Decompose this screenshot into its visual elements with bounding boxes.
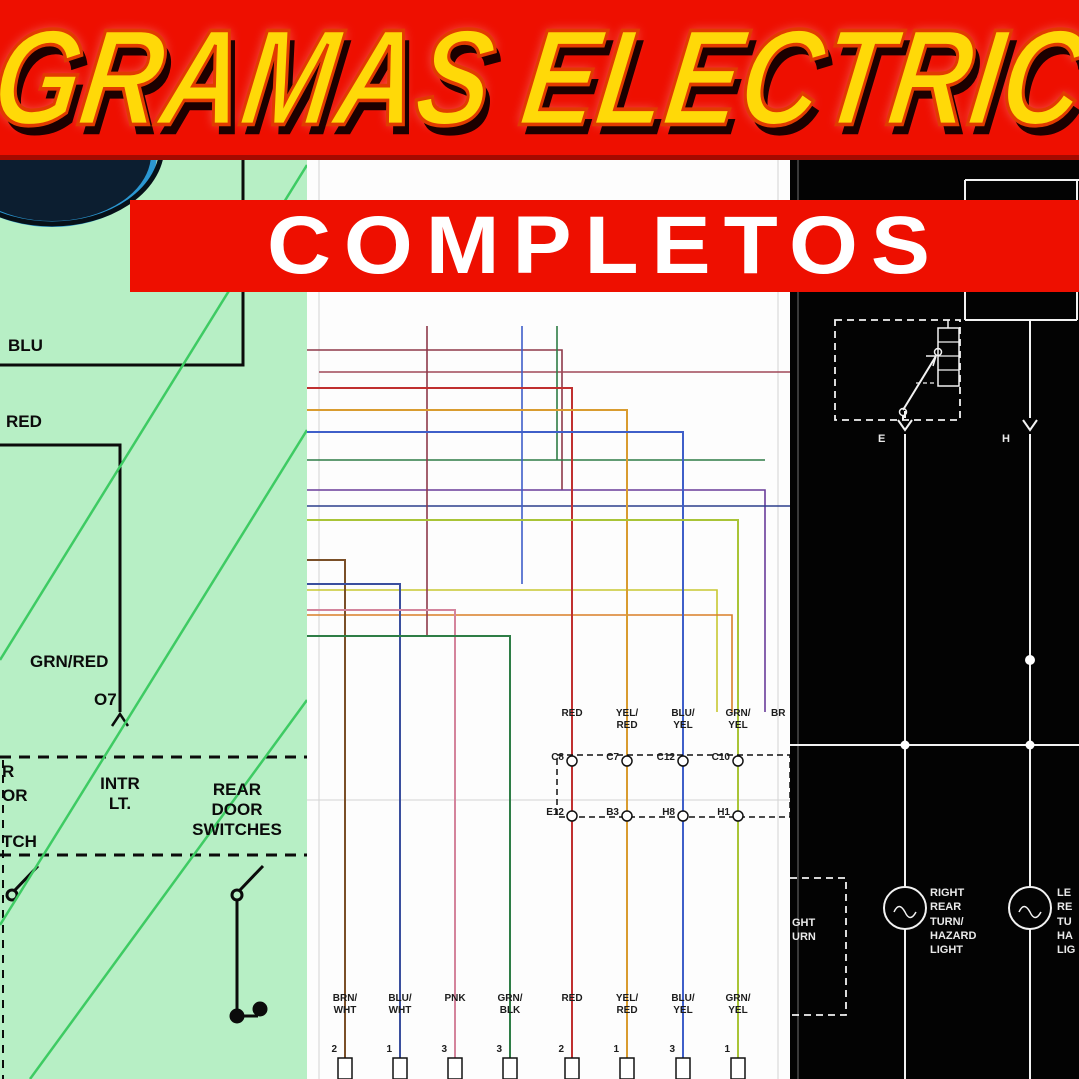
banner-title-text: GRAMAS ELECTRIC [0,0,1079,155]
pin-number: 2 [558,1044,564,1055]
cut-label-r: R [2,762,15,781]
pin-id: E12 [546,807,564,818]
title-banner: GRAMAS ELECTRIC [0,0,1079,160]
pin-id: B3 [606,807,619,818]
pin-number: 3 [496,1044,502,1055]
bottom-terminal-symbols [337,1057,746,1079]
white-harness-diagram-panel: RED YEL/ RED BLU/ YEL GRN/ YEL BR C8 C7 … [307,160,790,1079]
wire-label-cut: BR [771,708,786,719]
main-wires [307,387,739,1079]
wire-label-red: RED [6,412,42,431]
green-wiring-diagram-panel: BLU RED GRN/RED O7 INTR LT. REAR DOOR SW… [0,160,307,1079]
wire-label-grn-red: GRN/RED [30,652,109,671]
pin-id: C7 [606,752,619,763]
pin-number: 1 [386,1044,392,1055]
terminal-label-h: H [1002,433,1010,445]
pin-id: C10 [711,752,730,763]
pin-number: 1 [724,1044,730,1055]
door-switch-contacts [5,864,268,1024]
black-wires [0,160,307,1079]
black-wiring-diagram-panel: E H RIGHT REAR TURN/ HAZARD LIGHT LE RE … [790,160,1079,1079]
pin-number: 1 [613,1044,619,1055]
wire-label: GRN/ BLK [497,993,523,1016]
pin-id: C12 [656,752,675,763]
wire-label: GRN/ YEL [725,993,751,1016]
label-intr-lt: INTR LT. [100,774,140,814]
junction-dots [900,655,1035,750]
pin-number: 3 [669,1044,675,1055]
wire-label: RED [561,993,583,1004]
pin-id: H1 [717,807,730,818]
green-diagonal-wires [0,164,307,1079]
cut-label-tch: TCH [2,832,37,851]
pin-number: 2 [331,1044,337,1055]
green-circuit-art [0,160,307,1079]
wire-label: GRN/ YEL [725,708,751,731]
wire-label: BLU/ YEL [671,708,695,731]
black-circuit-art [790,160,1079,1079]
harness-circuit-art [307,160,790,1079]
label-left-rear-turn-hazard-light-cut: LE RE TU HA LIG [1057,887,1076,957]
wire-label: BLU/ YEL [671,993,695,1016]
wire-label: RED [561,708,583,719]
wire-label: BRN/ WHT [332,993,358,1016]
pin-id: C8 [551,752,564,763]
wire-label: YEL/ RED [615,708,639,731]
upper-wire-tangle [307,326,790,712]
label-right-turn-cut: GHT URN [792,917,816,944]
label-right-rear-turn-hazard-light: RIGHT REAR TURN/ HAZARD LIGHT [930,887,977,957]
subtitle-banner: COMPLETOS [130,200,1079,292]
relay-symbol [834,319,961,421]
connector-label-o7: O7 [94,690,117,709]
label-rear-door-switches: REAR DOOR SWITCHES [192,780,282,840]
lamp-icon-right-rear [883,886,927,930]
wire-label: YEL/ RED [615,993,639,1016]
turn-signal-module-box [790,877,847,1016]
banner-subtitle-text: COMPLETOS [266,200,943,291]
wire-label: PNK [444,993,466,1004]
pin-number: 3 [441,1044,447,1055]
feed-wires [790,320,1079,1079]
wire-label-blu: BLU [8,336,43,355]
grid-lines [307,160,790,1079]
cut-label-or: OR [2,786,28,805]
connector-dome-icon [0,160,163,227]
wire-label: BLU/ WHT [388,993,412,1016]
pin-id: H8 [662,807,675,818]
lamp-icon-left-rear [1008,886,1052,930]
inline-connector-symbol [556,754,790,822]
terminal-label-e: E [878,433,886,445]
